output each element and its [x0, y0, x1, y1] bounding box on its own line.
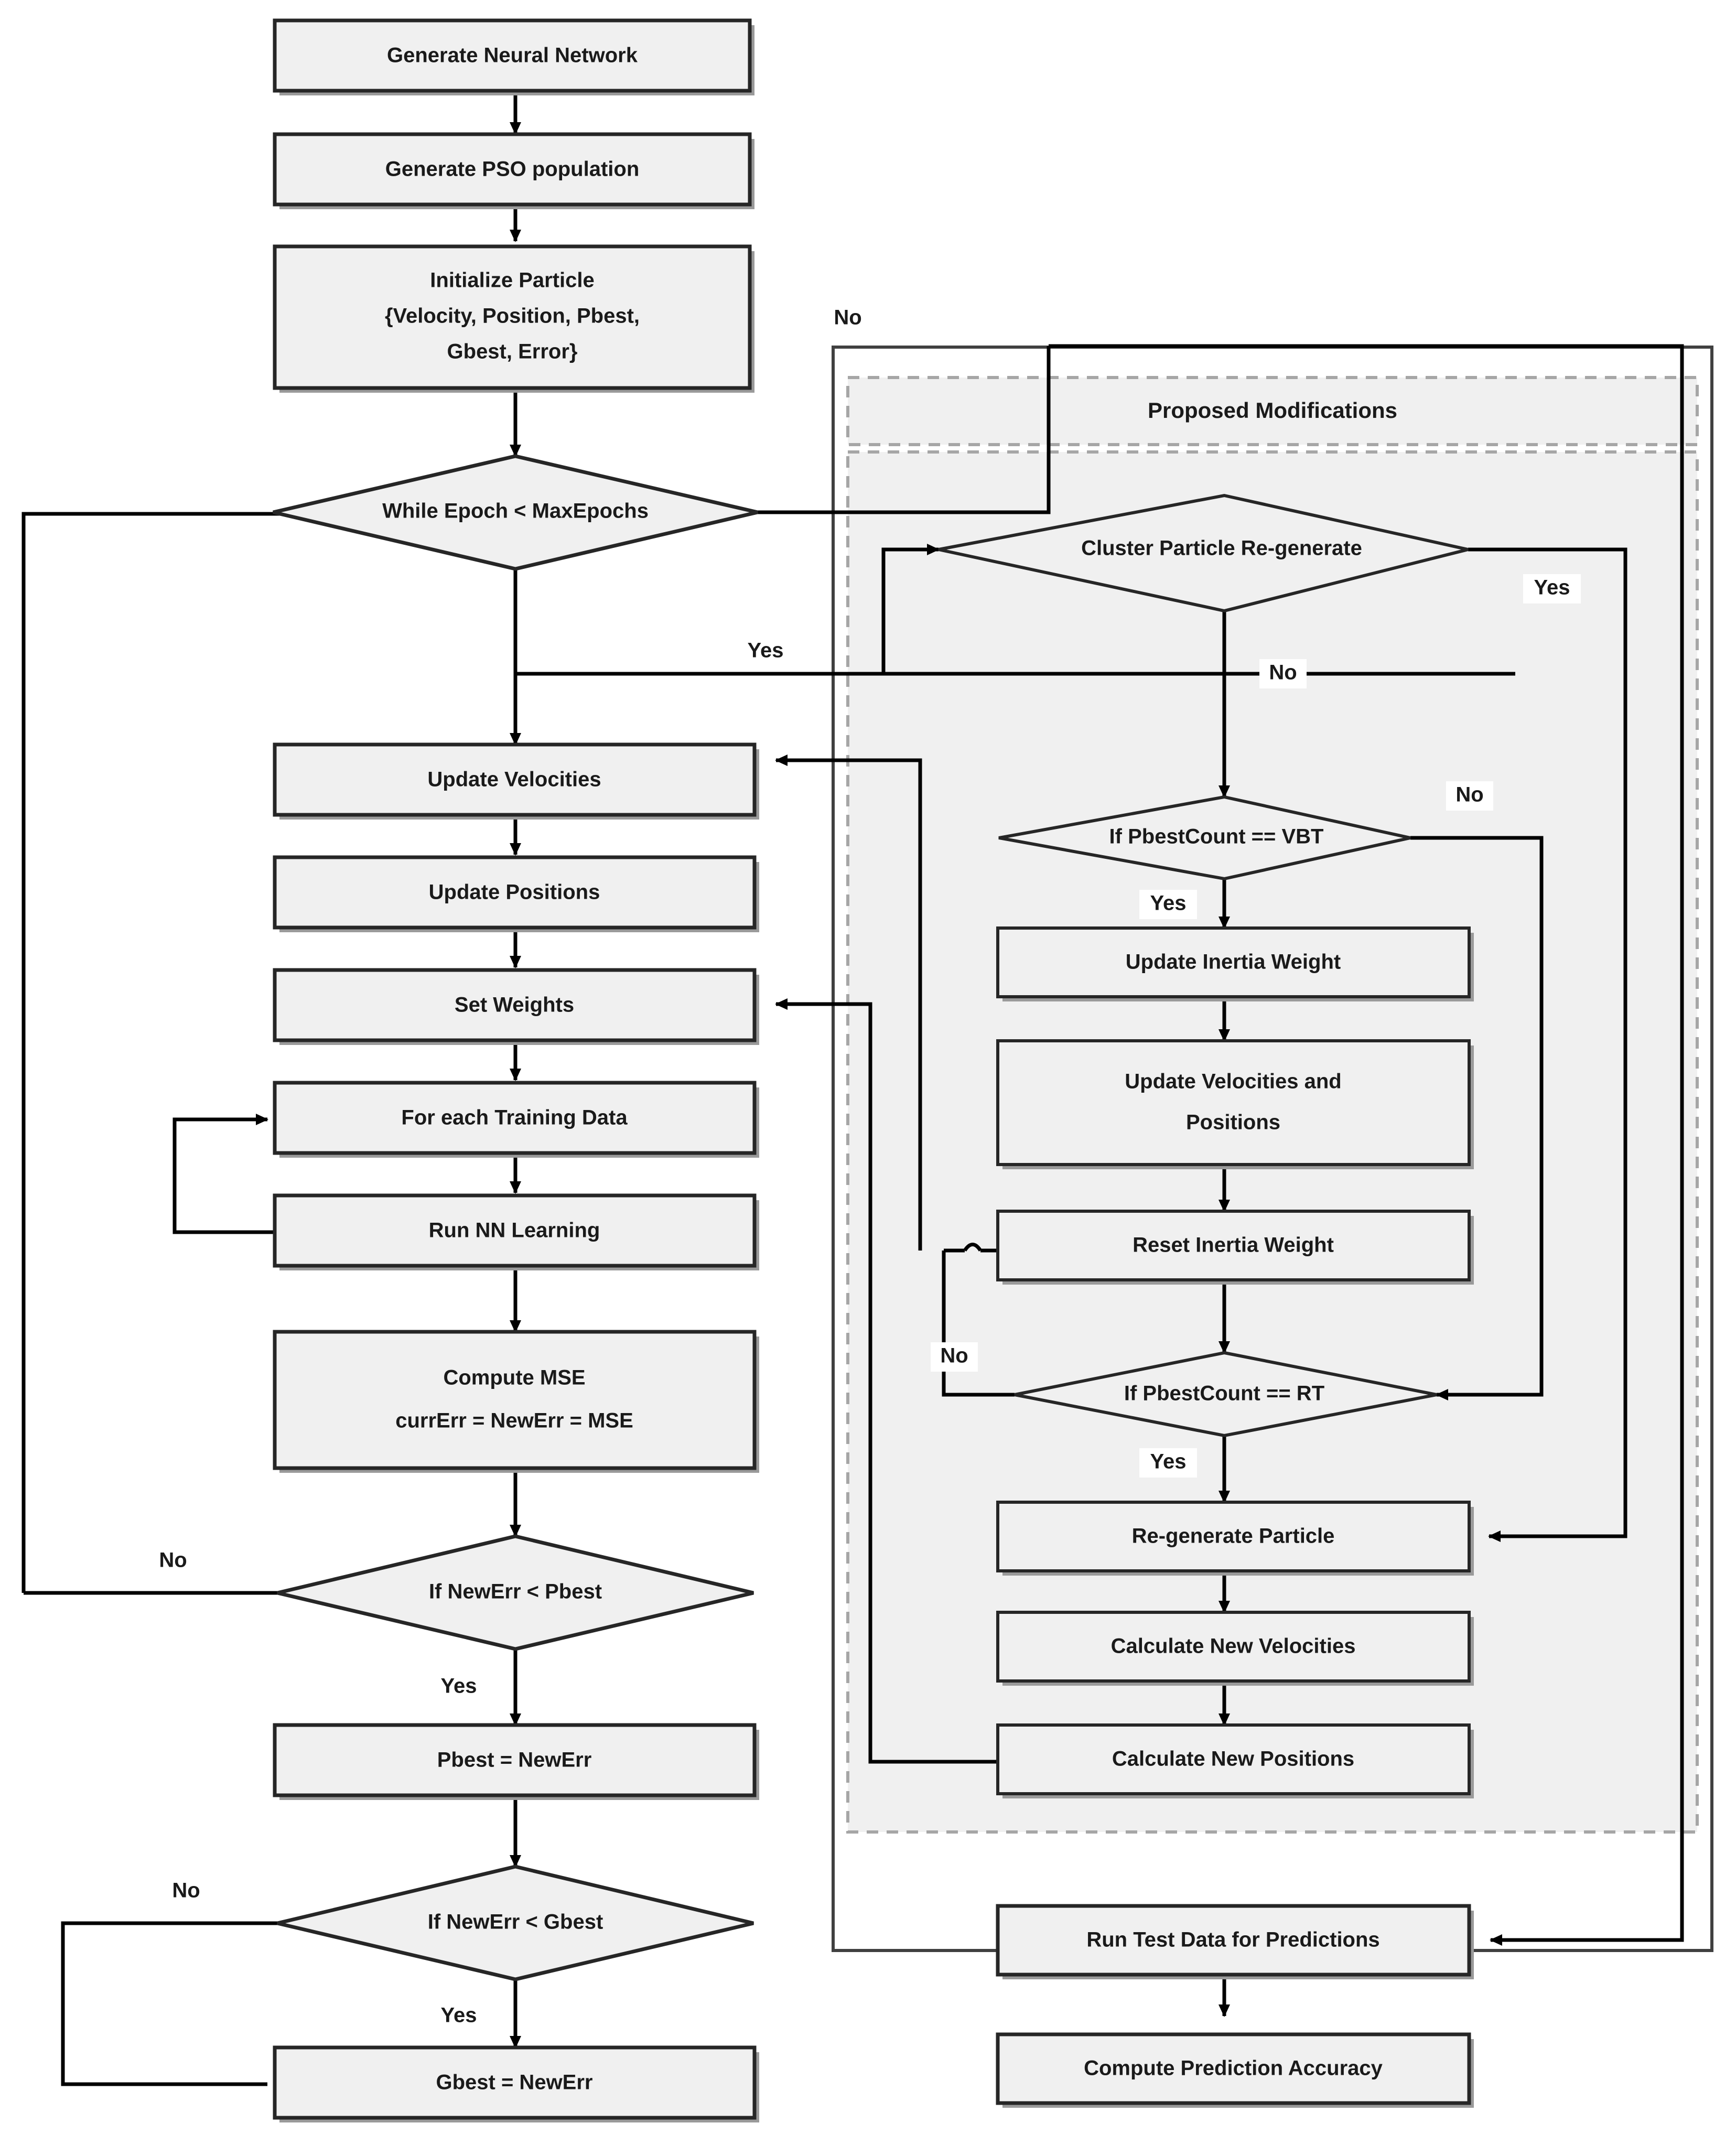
node-while-epoch-decision[interactable]: While Epoch < MaxEpochs: [273, 454, 758, 571]
node-if-newerr-lt-pbest[interactable]: If NewErr < Pbest: [277, 1534, 754, 1651]
edge-label-gbest-no: No: [172, 1879, 200, 1902]
edge-labels: No Yes Yes No No Yes No Yes No Yes No Ye…: [149, 304, 1581, 2031]
node-label: If NewErr < Pbest: [429, 1580, 602, 1603]
node-if-pbestcount-vbt[interactable]: If PbestCount == VBT: [998, 795, 1411, 881]
node-pbest-assign[interactable]: Pbest = NewErr: [273, 1723, 759, 1800]
node-gbest-assign[interactable]: Gbest = NewErr: [273, 2045, 759, 2122]
edge-label-while-no: No: [834, 306, 861, 329]
node-set-weights[interactable]: Set Weights: [273, 968, 759, 1045]
edge-into-cluster-decision: [881, 544, 940, 674]
node-label: Pbest = NewErr: [437, 1749, 592, 1772]
edge-label-while-yes: Yes: [748, 639, 784, 662]
edge-cluster-yes: [1468, 547, 1627, 1542]
edge-calcpos-to-setweights: [775, 998, 1002, 1764]
node-label: Update Inertia Weight: [1126, 951, 1341, 974]
node-update-inertia-weight[interactable]: Update Inertia Weight: [996, 926, 1474, 1001]
node-label-line1: Initialize Particle: [430, 269, 594, 292]
node-label-line1: Update Velocities and: [1125, 1070, 1341, 1093]
edge-label-cluster-no: No: [1269, 661, 1297, 684]
edge-label-rt-yes: Yes: [1150, 1450, 1187, 1473]
edge-label-rt-no: No: [940, 1344, 968, 1367]
node-label: Update Positions: [429, 881, 600, 904]
node-update-positions[interactable]: Update Positions: [273, 855, 759, 932]
node-label: Calculate New Positions: [1112, 1748, 1354, 1771]
node-if-pbestcount-rt[interactable]: If PbestCount == RT: [1014, 1351, 1437, 1438]
node-label: Re-generate Particle: [1132, 1525, 1335, 1548]
edge-label-cluster-yes: Yes: [1534, 576, 1570, 599]
node-label: For each Training Data: [401, 1106, 628, 1129]
edge-label-pbest-no: No: [159, 1549, 187, 1572]
node-label: Update Velocities: [427, 768, 601, 791]
edge-hopline-to-updatevel: [775, 755, 922, 1251]
node-generate-neural-network[interactable]: Generate Neural Network: [273, 18, 754, 95]
edge-vbt-no: [1410, 836, 1544, 1400]
node-label: Gbest = NewErr: [436, 2071, 592, 2094]
node-generate-pso-population[interactable]: Generate PSO population: [273, 132, 754, 209]
node-label: Run Test Data for Predictions: [1086, 1928, 1379, 1952]
edge-label-vbt-no: No: [1455, 783, 1483, 806]
edge-rightrail-to-runtest: [1490, 512, 1684, 1946]
node-label-line2: Positions: [1186, 1111, 1280, 1134]
node-calculate-new-positions[interactable]: Calculate New Positions: [996, 1723, 1474, 1798]
node-label: Generate PSO population: [385, 158, 640, 181]
edge-rt-no-hop: [963, 1243, 982, 1252]
node-calculate-new-velocities[interactable]: Calculate New Velocities: [996, 1611, 1474, 1686]
edge-runnn-loopback-foreach: [172, 1114, 277, 1234]
node-label: Run NN Learning: [429, 1219, 600, 1242]
node-label: Reset Inertia Weight: [1133, 1234, 1334, 1257]
node-compute-prediction-accuracy[interactable]: Compute Prediction Accuracy: [996, 2032, 1474, 2108]
node-update-velocities[interactable]: Update Velocities: [273, 742, 759, 820]
node-initialize-particle[interactable]: Initialize Particle {Velocity, Position,…: [273, 244, 754, 393]
node-run-nn-learning[interactable]: Run NN Learning: [273, 1193, 759, 1270]
edge-whileno-to-rightrail: [1049, 344, 1684, 512]
node-compute-mse[interactable]: Compute MSE currErr = NewErr = MSE: [273, 1330, 759, 1473]
edge-label-pbest-yes: Yes: [441, 1675, 477, 1698]
node-if-newerr-lt-gbest[interactable]: If NewErr < Gbest: [277, 1864, 754, 1981]
node-label-line3: Gbest, Error}: [447, 340, 578, 363]
edge-label-gbest-yes: Yes: [441, 2004, 477, 2027]
edge-label-vbt-yes: Yes: [1150, 892, 1187, 915]
node-label: While Epoch < MaxEpochs: [382, 500, 649, 523]
node-label: Set Weights: [455, 994, 574, 1017]
node-label: Compute Prediction Accuracy: [1084, 2057, 1383, 2080]
edge-while-no-up: [758, 346, 1051, 514]
edge-rt-no-riser: [942, 1251, 1015, 1397]
node-label: Cluster Particle Re-generate: [1081, 537, 1362, 560]
node-label: Generate Neural Network: [387, 44, 638, 67]
node-cluster-particle-regenerate[interactable]: Cluster Particle Re-generate: [938, 493, 1469, 613]
node-label: If NewErr < Gbest: [428, 1911, 603, 1934]
node-label-line2: currErr = NewErr = MSE: [395, 1409, 633, 1432]
proposed-modifications-title: Proposed Modifications: [1148, 398, 1397, 423]
node-for-each-training-data[interactable]: For each Training Data: [273, 1081, 759, 1158]
node-label-line2: {Velocity, Position, Pbest,: [385, 305, 640, 328]
node-update-velocities-and-positions[interactable]: Update Velocities and Positions: [996, 1039, 1474, 1169]
node-label: If PbestCount == RT: [1124, 1382, 1324, 1405]
node-label: If PbestCount == VBT: [1109, 825, 1324, 848]
node-regenerate-particle[interactable]: Re-generate Particle: [996, 1501, 1474, 1576]
node-label-line1: Compute MSE: [443, 1366, 585, 1389]
proposed-modifications-title-band: Proposed Modifications: [846, 376, 1699, 446]
node-label: Calculate New Velocities: [1111, 1635, 1356, 1658]
node-reset-inertia-weight[interactable]: Reset Inertia Weight: [996, 1210, 1474, 1285]
node-run-test-data[interactable]: Run Test Data for Predictions: [996, 1904, 1474, 1979]
